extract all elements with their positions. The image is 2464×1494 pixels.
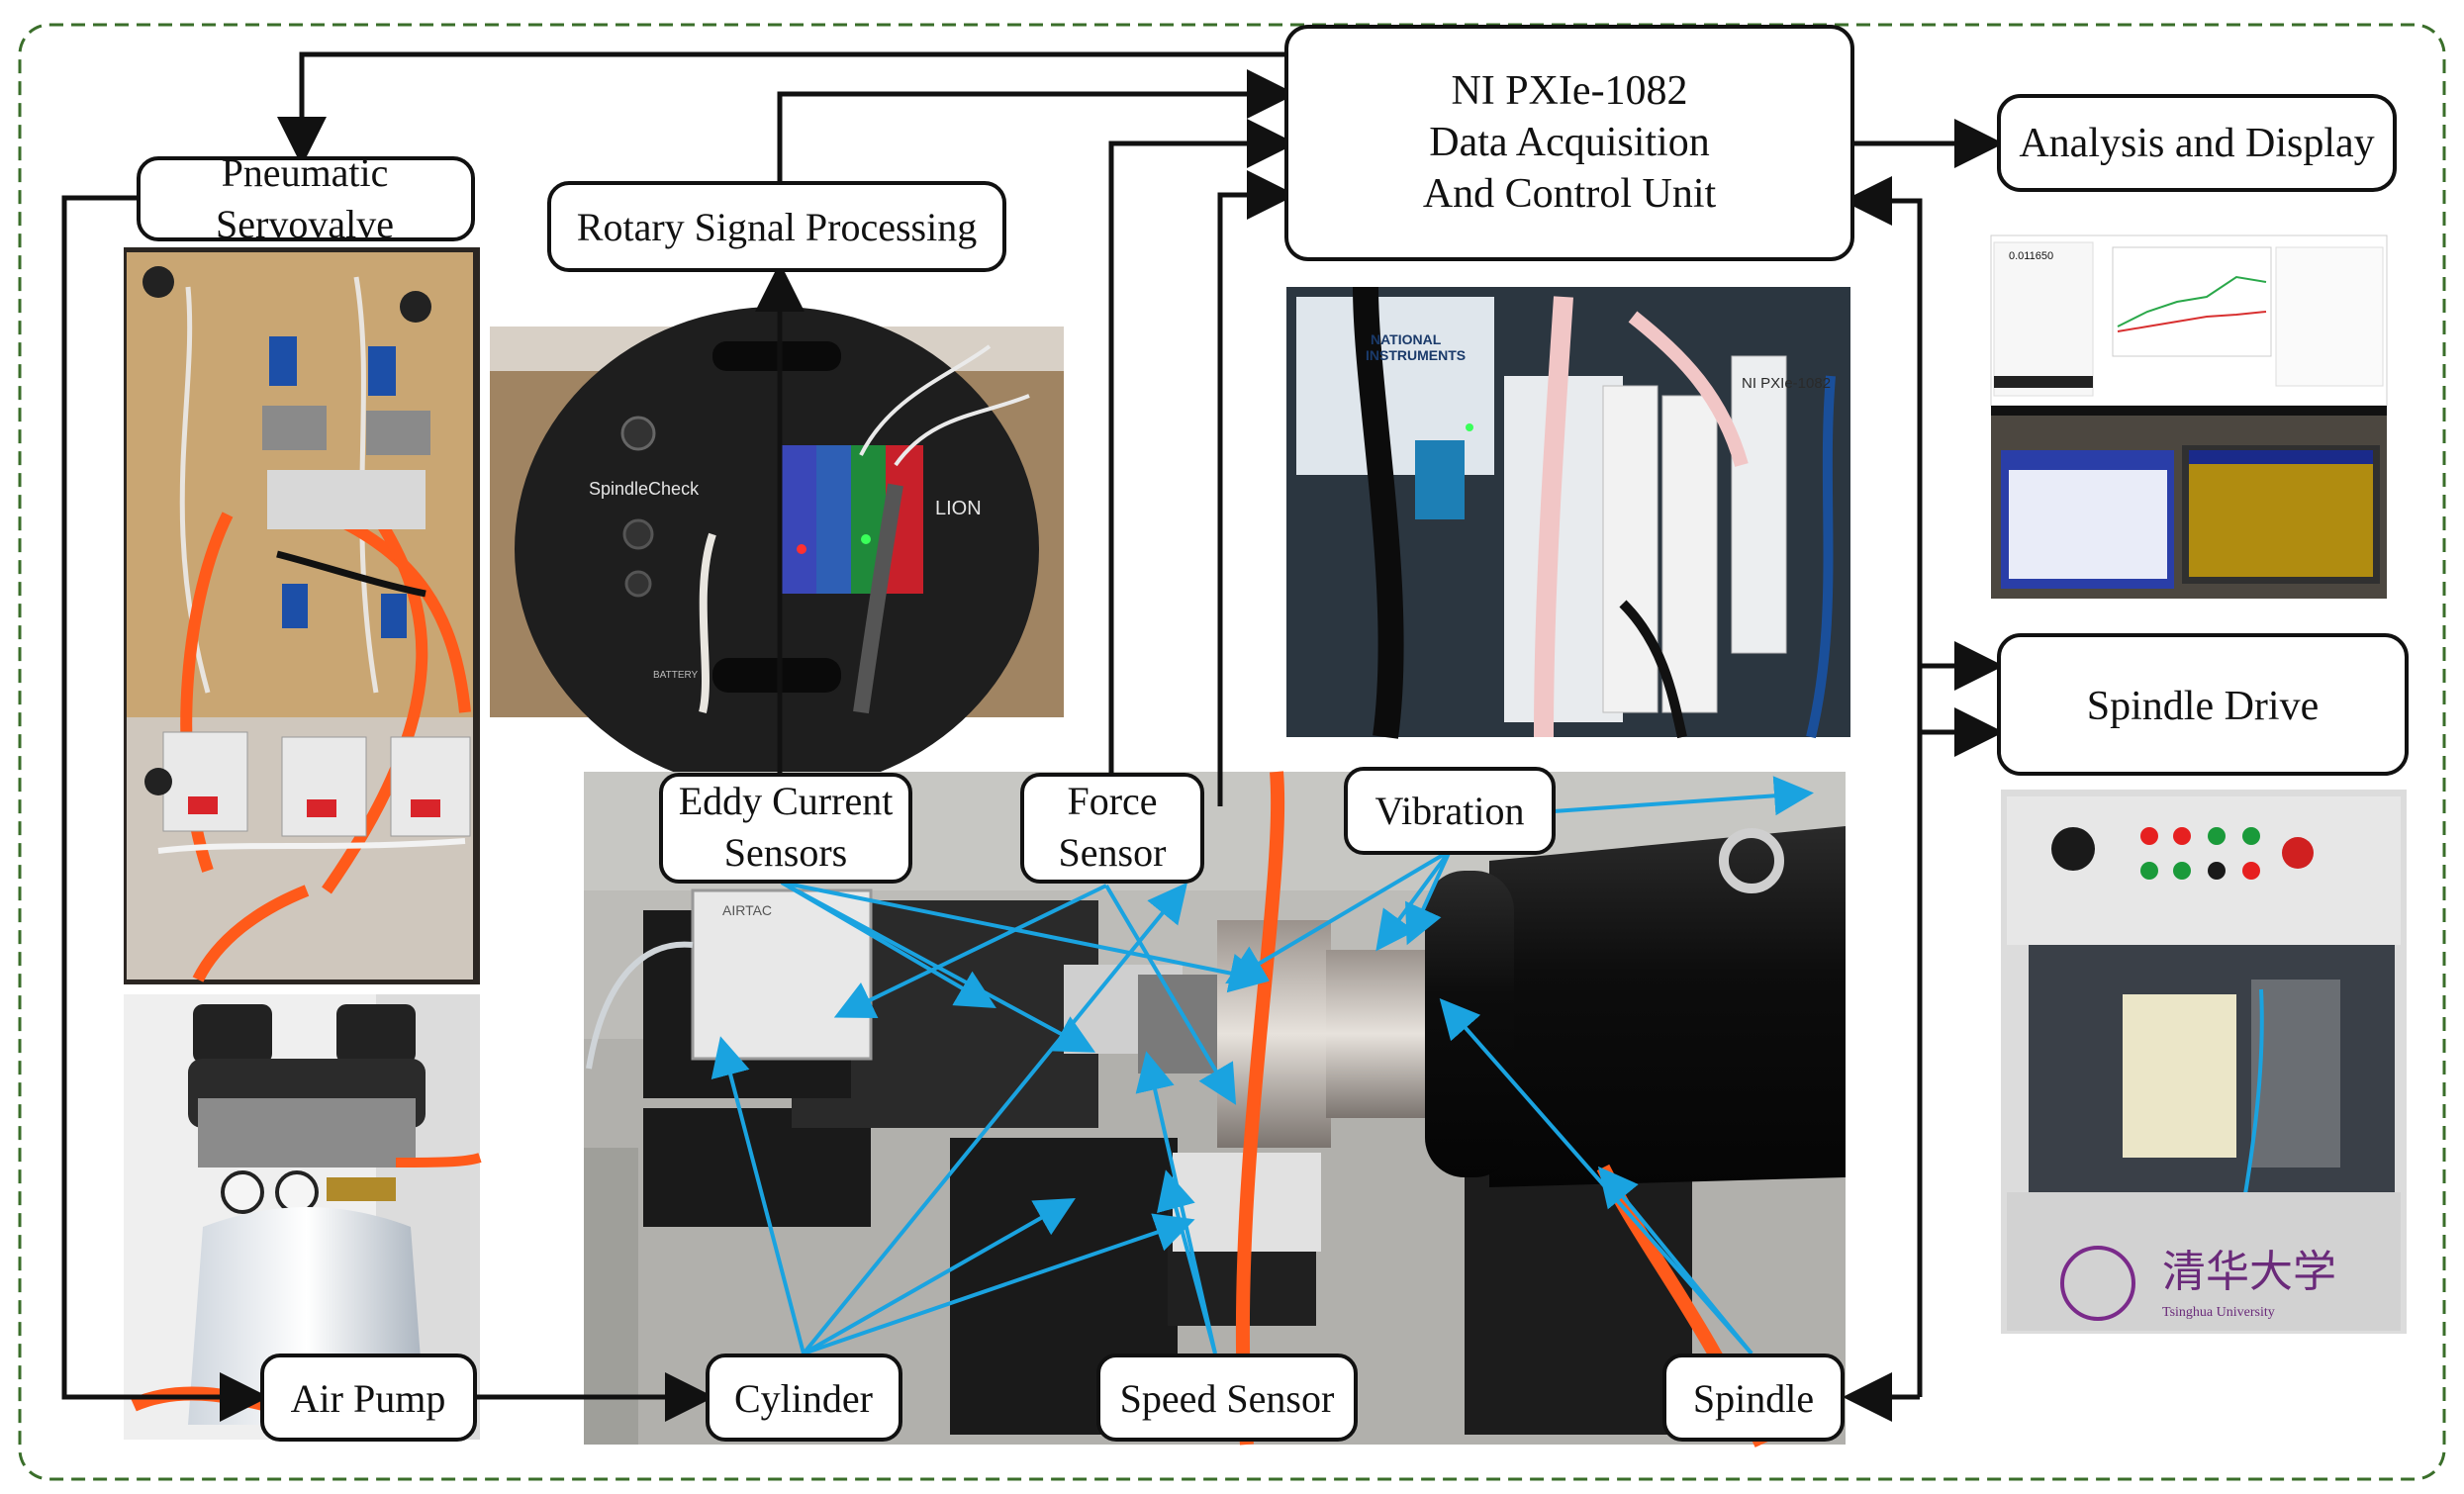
servovalve-line1: Pneumatic (222, 150, 389, 195)
spindlecheck-maker-text: LION (935, 498, 982, 519)
software-screenshot: 0.011650 (1990, 234, 2388, 599)
rotary-signal-box: Rotary Signal Processing (547, 181, 1006, 272)
ni-unit-line1: NI PXIe-1082 (1451, 68, 1687, 114)
air-pump-label: Air Pump (291, 1376, 446, 1421)
force-sensor-box: Force Sensor (1020, 773, 1204, 884)
spindle-drive-label: Spindle Drive (2087, 684, 2319, 729)
force-sensor-line1: Force (1067, 779, 1157, 823)
cylinder-box: Cylinder (706, 1354, 902, 1442)
ni-chassis-model: NI PXIe-1082 (1742, 375, 1831, 392)
ni-brand-line1: NATIONAL (1371, 331, 1442, 347)
tsinghua-cn-text: 清华大学 (2162, 1247, 2336, 1297)
air-pump-box: Air Pump (260, 1354, 477, 1442)
ni-unit-line3: And Control Unit (1423, 171, 1717, 217)
ni-brand-line2: INSTRUMENTS (1366, 347, 1466, 363)
spindle-drive-photo: 清华大学 Tsinghua University (2001, 790, 2407, 1334)
analysis-display-label: Analysis and Display (2019, 121, 2374, 166)
signal-arrows (61, 51, 2004, 1422)
analysis-display-box: Analysis and Display (1997, 94, 2397, 192)
spindle-drive-box: Spindle Drive (1997, 633, 2409, 776)
force-sensor-line2: Sensor (1059, 830, 1167, 875)
ni-unit-line2: Data Acquisition (1429, 120, 1709, 165)
ni-unit-box: NI PXIe-1082 Data Acquisition And Contro… (1284, 25, 1854, 261)
pneumatic-servovalve-box: Pneumatic Servovalve (137, 150, 475, 246)
indicator-arrows (711, 776, 1814, 1355)
eddy-current-line2: Sensors (724, 830, 847, 875)
servovalve-photo (124, 247, 480, 984)
speed-sensor-box: Speed Sensor (1096, 1354, 1358, 1442)
spindlecheck-battery-text: BATTERY (653, 670, 699, 681)
ni-chassis-photo: NATIONAL INSTRUMENTS NI PXIe-1082 (1286, 286, 1850, 739)
spindle-box: Spindle (1662, 1354, 1845, 1442)
servovalve-line2: Servovalve (216, 202, 394, 246)
eddy-current-box: Eddy Current Sensors (659, 773, 912, 884)
tsinghua-en-text: Tsinghua University (2162, 1305, 2275, 1320)
spindlecheck-photo: SpindleCheck LION BATTERY (490, 307, 1064, 792)
spindlecheck-brand-text: SpindleCheck (589, 479, 700, 499)
vibration-label: Vibration (1375, 789, 1525, 833)
vibration-box: Vibration (1344, 767, 1556, 855)
rotary-signal-label: Rotary Signal Processing (577, 205, 977, 249)
eddy-current-line1: Eddy Current (679, 779, 894, 823)
test-rig-photo: AIRTAC (584, 771, 1846, 1447)
cylinder-label: Cylinder (734, 1376, 873, 1421)
airtac-text: AIRTAC (722, 902, 772, 918)
software-value-text: 0.011650 (2009, 250, 2053, 262)
spindle-label: Spindle (1693, 1376, 1814, 1421)
speed-sensor-label: Speed Sensor (1120, 1376, 1335, 1421)
